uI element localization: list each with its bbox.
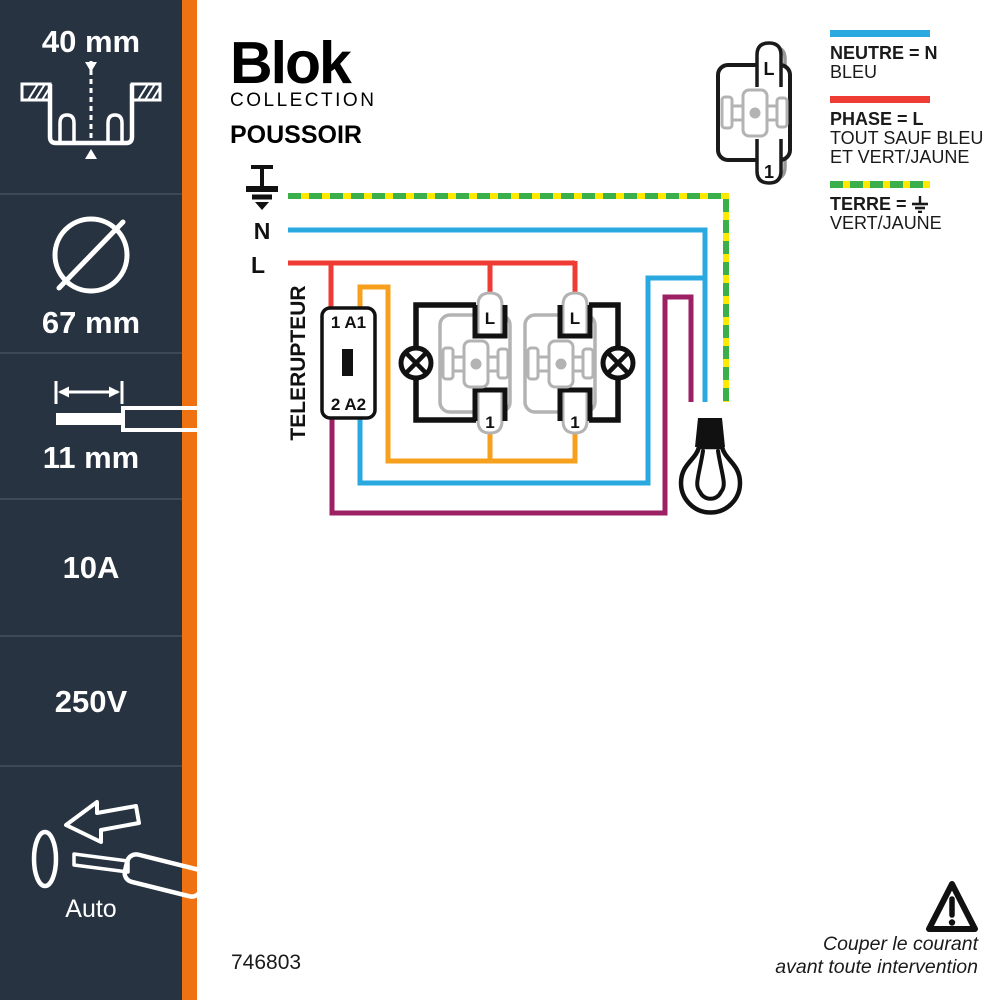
warning-line-2: avant toute intervention (775, 955, 978, 978)
telerupteur-lever (342, 349, 353, 376)
wire-strip-icon (54, 381, 207, 432)
pb2-mechanism (526, 339, 595, 389)
telerupteur-top-terminals: 1 A1 (331, 313, 366, 332)
earth-symbol-icon (911, 196, 928, 213)
spec-depth-label: 40 mm (41, 24, 141, 59)
legend-earth: TERRE = VERT/JAUNE (830, 181, 1000, 233)
telerupteur-bottom-terminals: 2 A2 (331, 395, 366, 414)
warning-text: Couper le courant avant toute interventi… (775, 933, 978, 978)
earth-color-bar (830, 181, 930, 188)
legend-phase-sub2: ET VERT/JAUNE (830, 147, 970, 167)
spec-strip-label: 11 mm (42, 440, 140, 475)
legend-neutral-sub: BLEU (830, 62, 878, 82)
wire-legend: NEUTRE = N BLEU PHASE = L TOUT SAUF BLEU… (830, 30, 1000, 247)
phase-color-bar (830, 96, 930, 103)
neutral-color-bar (830, 30, 930, 37)
legend-earth-sub: VERT/JAUNE (830, 213, 942, 233)
spec-voltage-label: 250V (54, 683, 128, 719)
earth-wire (288, 193, 729, 402)
legend-earth-title: TERRE = (830, 195, 1000, 214)
spec-sidebar: 40 mm (0, 0, 207, 1000)
legend-phase: PHASE = L TOUT SAUF BLEU ET VERT/JAUNE (830, 96, 1000, 167)
spec-diameter: 67 mm (0, 193, 182, 352)
flush-box-depth-icon (20, 61, 162, 159)
spec-current: 10A (0, 498, 182, 635)
neutral-bus-label: N (254, 218, 271, 244)
spec-connection: Auto (0, 765, 206, 998)
telerupteur-label: TELERUPTEUR (287, 285, 310, 440)
legend-symbol-terminal-L: L (764, 59, 775, 79)
spec-voltage: 250V (0, 635, 182, 765)
spec-strip-length: 11 mm (0, 352, 207, 498)
pb1-terminal-L: L (485, 309, 495, 328)
indicator-lamp-icon (600, 345, 636, 381)
indicator-lamp-icon (398, 345, 434, 381)
light-bulb-icon (678, 418, 743, 515)
legend-symbol-terminal-1: 1 (764, 162, 774, 182)
spec-diameter-label: 67 mm (41, 305, 141, 340)
neutral-wire (288, 227, 708, 486)
indicator-loop-2 (589, 302, 621, 423)
accent-stripe (182, 0, 197, 1000)
legend-neutral: NEUTRE = N BLEU (830, 30, 1000, 82)
pb2-terminal-L: L (570, 309, 580, 328)
auto-release-screwdriver-icon (31, 800, 206, 899)
phase-wire (288, 260, 578, 309)
pb1-terminal-1: 1 (485, 413, 494, 432)
legend-phase-sub1: TOUT SAUF BLEU (830, 128, 984, 148)
legend-pushbutton-symbol: L 1 (716, 41, 792, 185)
pb2-terminal-1: 1 (570, 413, 579, 432)
pushbutton-2: L 1 (523, 291, 636, 435)
lamp-return-wire (329, 294, 694, 516)
diameter-icon (52, 216, 130, 294)
pushbutton-1: L 1 (398, 291, 512, 435)
legend-earth-text: TERRE = (830, 194, 907, 214)
earth-ground-icon (246, 165, 278, 210)
spec-mounting-depth: 40 mm (0, 0, 182, 193)
indicator-loop-1 (413, 302, 476, 423)
warning-line-1: Couper le courant (822, 933, 978, 955)
warning-triangle-icon (926, 881, 978, 932)
brand-logo: Blok (230, 30, 352, 96)
product-title: POUSSOIR (230, 121, 362, 149)
pushbutton-wire (357, 284, 578, 464)
pb1-mechanism (441, 339, 510, 389)
logo-block: Blok COLLECTION POUSSOIR (230, 30, 377, 150)
spec-connection-label: Auto (65, 895, 117, 923)
legend-neutral-title: NEUTRE = N (830, 43, 938, 63)
spec-current-label: 10A (62, 550, 120, 585)
telerupteur: 1 A1 2 A2 TELERUPTEUR (287, 285, 377, 441)
brand-collection: COLLECTION (230, 90, 377, 111)
legend-phase-title: PHASE = L (830, 109, 924, 129)
phase-bus-label: L (251, 252, 265, 278)
reference-number: 746803 (231, 951, 302, 974)
